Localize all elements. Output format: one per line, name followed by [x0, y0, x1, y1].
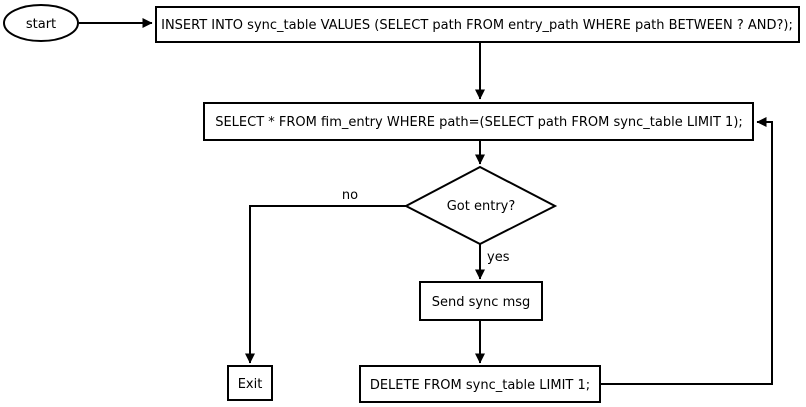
edge-label-no: no: [342, 188, 358, 203]
node-start: start: [3, 4, 79, 42]
edge-decision-no-to-exit: [245, 205, 406, 364]
exit-box: [227, 365, 273, 401]
edge-delete-loop-to-select: [601, 117, 773, 385]
decision-label: Got entry?: [447, 199, 516, 214]
delete-stmt-box: [359, 365, 601, 403]
edge-label-yes: yes: [487, 250, 510, 265]
send-msg-label: Send sync msg: [432, 295, 531, 310]
select-stmt-box: [203, 102, 754, 141]
node-select-stmt: SELECT * FROM fim_entry WHERE path=(SELE…: [203, 102, 754, 141]
select-stmt-label: SELECT * FROM fim_entry WHERE path=(SELE…: [215, 115, 743, 130]
node-exit: Exit: [227, 365, 273, 401]
insert-stmt-box: [155, 6, 800, 43]
delete-stmt-label: DELETE FROM sync_table LIMIT 1;: [370, 378, 590, 393]
insert-stmt-label: INSERT INTO sync_table VALUES (SELECT pa…: [161, 18, 793, 33]
node-delete-stmt: DELETE FROM sync_table LIMIT 1;: [359, 365, 601, 403]
exit-label: Exit: [238, 377, 263, 392]
decision-diamond: [403, 165, 558, 246]
start-label: start: [26, 17, 56, 32]
node-decision: Got entry?: [403, 165, 558, 246]
start-ellipse: [3, 4, 79, 42]
node-insert-stmt: INSERT INTO sync_table VALUES (SELECT pa…: [155, 6, 800, 43]
node-send-msg: Send sync msg: [419, 281, 543, 321]
send-msg-box: [419, 281, 543, 321]
